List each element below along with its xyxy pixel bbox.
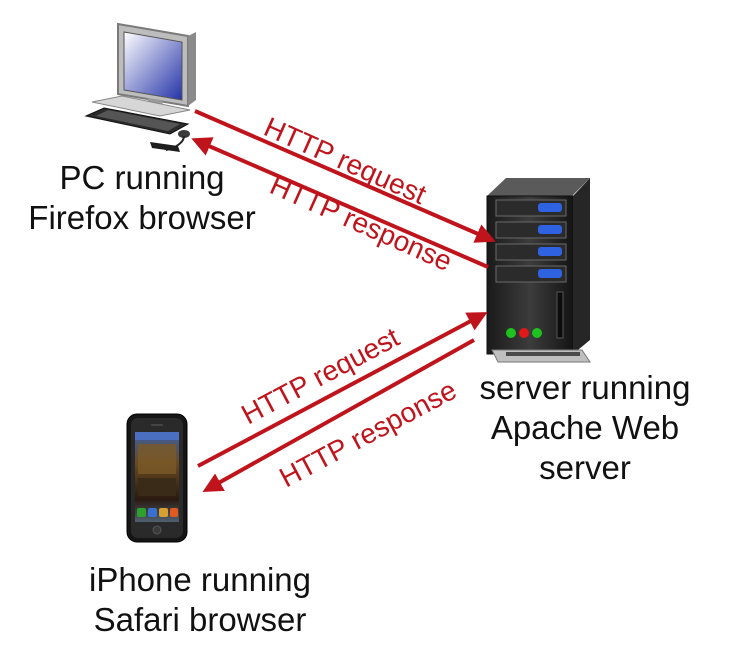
server-tower-icon: [487, 178, 590, 362]
iphone-label: iPhone running Safari browser: [70, 560, 330, 640]
pc-label-line2: Firefox browser: [22, 198, 262, 238]
smartphone-icon: [127, 414, 187, 542]
iphone-label-line1: iPhone running: [70, 560, 330, 600]
pc-label: PC running Firefox browser: [22, 158, 262, 238]
desktop-computer-icon: [86, 24, 196, 152]
pc-label-line1: PC running: [22, 158, 262, 198]
server-label: server running Apache Web server: [470, 368, 700, 488]
iphone-label-line2: Safari browser: [70, 600, 330, 640]
server-label-line1: server running: [470, 368, 700, 408]
server-label-line2: Apache Web: [470, 408, 700, 448]
server-label-line3: server: [470, 448, 700, 488]
